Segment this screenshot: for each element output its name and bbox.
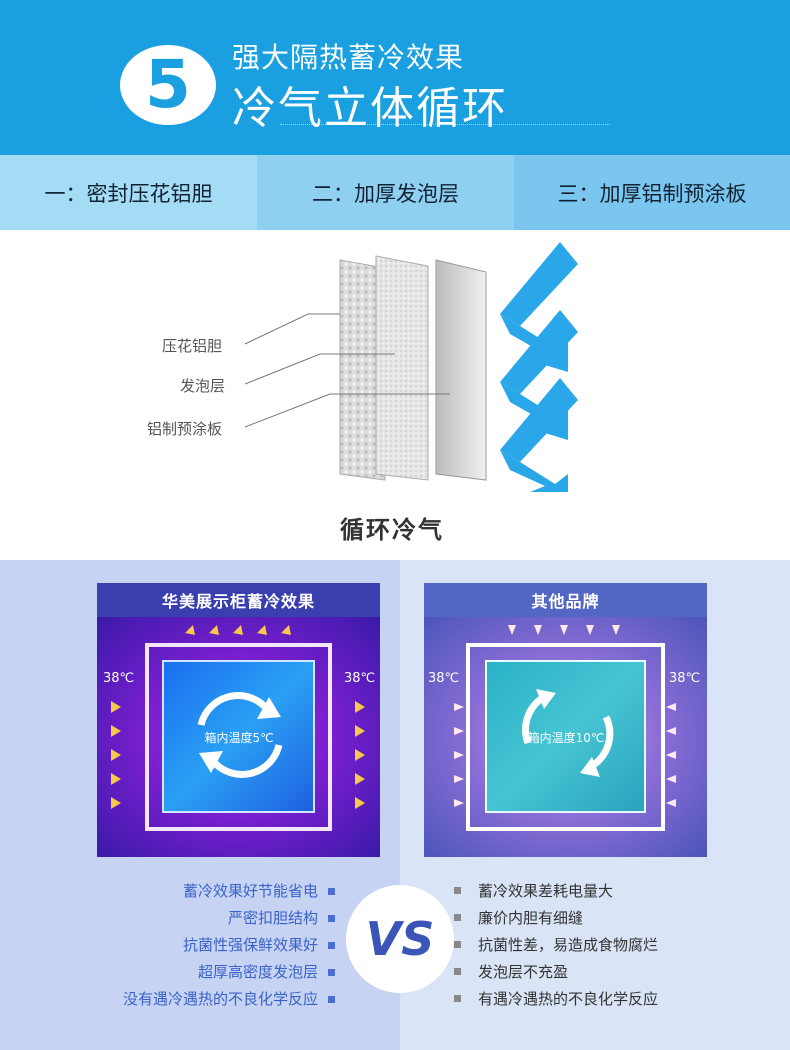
right-point-2: 廉价内胆有细缝 <box>478 909 584 927</box>
left-point-4: 超厚高密度发泡层 <box>15 961 335 982</box>
left-point-1: 蓄冷效果好节能省电 <box>15 880 335 901</box>
left-inside-temp: 箱内温度5℃ <box>204 731 274 745</box>
right-point-4: 发泡层不充盈 <box>478 963 569 981</box>
bullet-icon <box>328 942 335 949</box>
aluminum-panel-layer <box>435 259 487 481</box>
left-panel-title: 华美展示柜蓄冷效果 <box>97 583 380 617</box>
bullet-icon <box>454 941 461 948</box>
left-point-2-text: 严密扣胆结构 <box>227 909 318 927</box>
left-point-3: 抗菌性强保鲜效果好 <box>15 934 335 955</box>
vs-badge: VS <box>346 885 454 993</box>
layers-illustration <box>244 242 578 492</box>
left-panel-graphic <box>111 625 365 831</box>
left-point-3-text: 抗菌性强保鲜效果好 <box>182 936 318 954</box>
right-point-5: 有遇冷遇热的不良化学反应 <box>478 990 659 1008</box>
left-outside-temp: 38℃ <box>103 671 135 686</box>
tab-aluminum-panel: 三：加厚铝制预涂板 <box>514 155 790 230</box>
bullet-icon <box>328 915 335 922</box>
bullet-icon <box>454 968 461 975</box>
bullet-icon <box>328 996 335 1003</box>
left-point-2: 严密扣胆结构 <box>15 907 335 928</box>
tab-foam-layer: 二：加厚发泡层 <box>257 155 514 230</box>
header-divider <box>280 124 610 126</box>
leader-line-foam <box>244 353 395 385</box>
header-title: 冷气立体循环 <box>232 83 508 134</box>
bullet-icon <box>454 887 461 894</box>
label-aluminum-panel: 铝制预涂板 <box>147 420 223 438</box>
right-panel-graphic <box>454 625 676 831</box>
leader-line-panel <box>244 393 450 428</box>
feature-tabs: 一：密封压花铝胆 二：加厚发泡层 三：加厚铝制预涂板 <box>0 155 790 230</box>
embossed-liner-layer <box>339 259 386 481</box>
foam-layer <box>375 255 429 481</box>
left-cooling-panel: 38℃ 38℃ 箱内温度5℃ <box>97 617 380 857</box>
right-point-1: 蓄冷效果差耗电量大 <box>478 882 614 900</box>
left-point-1-text: 蓄冷效果好节能省电 <box>182 882 318 900</box>
diagram-caption: 循环冷气 <box>340 516 444 544</box>
bullet-icon <box>454 914 461 921</box>
label-foam-layer: 发泡层 <box>180 377 226 395</box>
left-point-5: 没有遇冷遇热的不良化学反应 <box>15 988 335 1009</box>
left-heat-arrows <box>111 625 365 809</box>
left-point-5-text: 没有遇冷遇热的不良化学反应 <box>122 990 318 1008</box>
left-outside-temp-right: 38℃ <box>344 671 376 686</box>
leader-line-liner <box>244 313 340 345</box>
right-outside-temp: 38℃ <box>428 671 460 686</box>
label-embossed-liner: 压花铝胆 <box>162 337 223 355</box>
tab-sealed-liner: 一：密封压花铝胆 <box>0 155 257 230</box>
comparison-section: 华美展示柜蓄冷效果 其他品牌 <box>0 560 790 1050</box>
bullet-icon <box>328 969 335 976</box>
right-outside-temp-right: 38℃ <box>669 671 701 686</box>
right-inside-temp: 箱内温度10℃ <box>527 731 605 745</box>
layers-diagram: 压花铝胆 发泡层 铝制预涂板 循环冷气 <box>0 230 790 560</box>
header-banner: 5 强大隔热蓄冷效果 冷气立体循环 <box>0 0 790 155</box>
cold-air-arrows <box>500 242 578 492</box>
right-point-3: 抗菌性差，易造成食物腐烂 <box>478 936 659 954</box>
left-point-4-text: 超厚高密度发泡层 <box>197 963 318 981</box>
header-subtitle: 强大隔热蓄冷效果 <box>232 41 465 74</box>
bullet-icon <box>454 995 461 1002</box>
bullet-icon <box>328 888 335 895</box>
section-number-badge: 5 <box>120 45 216 125</box>
right-heat-arrows <box>454 625 676 807</box>
right-cooling-panel: 38℃ 38℃ 箱内温度10℃ <box>424 617 707 857</box>
right-panel-title: 其他品牌 <box>424 583 707 617</box>
